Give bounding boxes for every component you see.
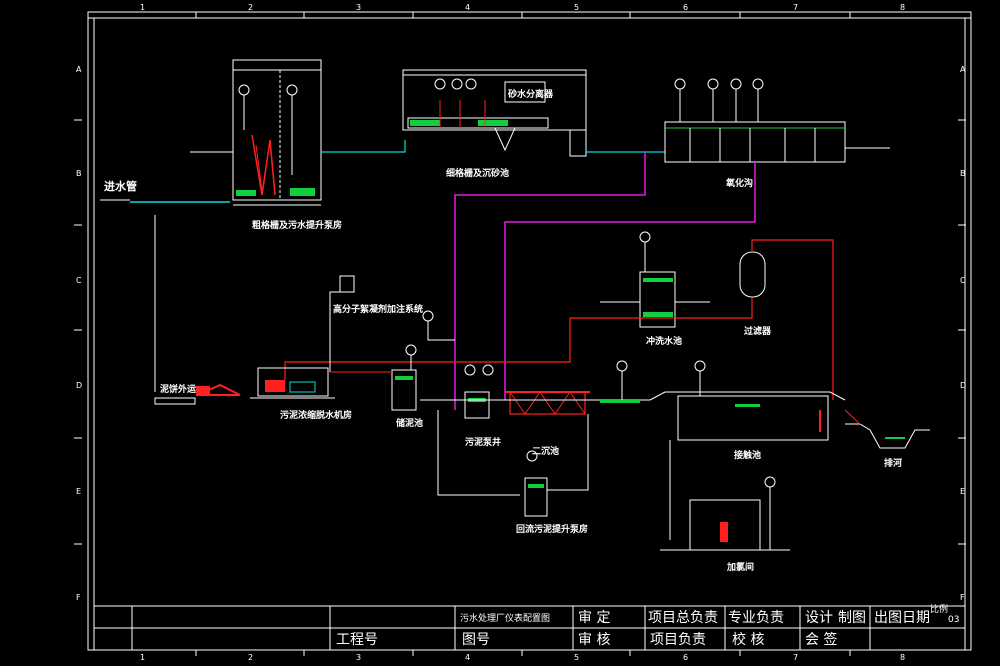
design-label: 设计: [805, 610, 833, 626]
countersign-label: 会 签: [805, 631, 837, 648]
sludge-storage-label: 储泥池: [396, 417, 423, 429]
column-ruler-top: 1 2 3 4 5 6 7 8: [88, 3, 971, 19]
fine-screen-building: 砂水分离器 细格栅及沉砂池: [402, 69, 587, 179]
review-label: 审 定: [578, 610, 610, 626]
col-2-bottom: 2: [248, 653, 253, 662]
title-block: 污水处理厂仪表配置图 工程号 图号 审 定 审 核 项目总负责 项目负责 专业负…: [93, 603, 966, 651]
coarse-screen-label: 粗格栅及污水提升泵房: [252, 219, 342, 231]
row-b-left: B: [76, 169, 82, 178]
backwash-pool-label: 冲洗水池: [646, 335, 682, 347]
row-d-left: D: [76, 381, 82, 390]
col-4-top: 4: [465, 3, 470, 12]
drawing-title: 污水处理厂仪表配置图: [460, 612, 550, 624]
polymer-dosing-system: 高分子絮凝剂加注系统: [329, 275, 455, 372]
contact-tank: 接触池: [649, 360, 846, 461]
col-3-bottom: 3: [356, 653, 361, 662]
backwash-pool: 冲洗水池: [600, 231, 710, 347]
col-7-bottom: 7: [793, 653, 798, 662]
audit-label: 审 核: [578, 632, 610, 648]
col-8-bottom: 8: [900, 653, 905, 662]
check-label: 校 核: [732, 631, 764, 648]
row-e-left: E: [76, 487, 81, 496]
col-2-top: 2: [248, 3, 253, 12]
filter-unit: 过滤器: [284, 239, 834, 400]
oxidation-ditch: 氧化沟: [664, 78, 890, 189]
row-d-right: D: [960, 381, 966, 390]
pipe-coarse-to-fine: [321, 140, 406, 153]
fine-screen-label: 细格栅及沉砂池: [446, 167, 509, 179]
sludge-cake-label: 泥饼外运: [160, 383, 197, 395]
row-e-right: E: [960, 487, 965, 496]
inlet-pipe: 进水管: [100, 179, 230, 203]
project-no-label: 工程号: [336, 632, 378, 648]
inlet-pipe-label: 进水管: [104, 179, 137, 193]
col-6-top: 6: [683, 3, 688, 12]
row-b-right: B: [960, 169, 966, 178]
col-8-top: 8: [900, 3, 905, 12]
chief-label: 项目总负责: [648, 610, 718, 626]
secondary-clarifier: 二沉池: [420, 360, 650, 457]
col-5-bottom: 5: [574, 653, 579, 662]
return-sludge-pump-label: 回流污泥提升泵房: [516, 523, 588, 535]
oxidation-ditch-label: 氧化沟: [725, 177, 753, 189]
inner-frame: [93, 17, 966, 607]
row-c-left: C: [76, 276, 82, 285]
specialty-label: 专业负责: [728, 610, 784, 626]
air-line-2: [504, 162, 756, 400]
row-c-right: C: [960, 276, 966, 285]
col-4-bottom: 4: [465, 653, 470, 662]
col-7-top: 7: [793, 3, 798, 12]
row-ruler: A B C D E F A B C D E F: [74, 65, 966, 602]
grit-separator-label: 砂水分离器: [508, 88, 554, 100]
secondary-clarifier-label: 二沉池: [532, 445, 559, 457]
col-1-bottom: 1: [140, 653, 145, 662]
col-3-top: 3: [356, 3, 361, 12]
sludge-dewatering-building: 泥饼外运 污泥浓缩脱水机房: [154, 367, 352, 421]
filter-label: 过滤器: [744, 325, 772, 337]
sheet-no: 03: [948, 615, 959, 625]
col-1-top: 1: [140, 3, 145, 12]
air-line-1: [454, 152, 646, 410]
polymer-dosing-label: 高分子絮凝剂加注系统: [333, 303, 423, 315]
drawing-no-label: 图号: [462, 632, 490, 648]
row-a-right: A: [960, 65, 966, 74]
contact-tank-label: 接触池: [734, 449, 761, 461]
col-6-bottom: 6: [683, 653, 688, 662]
sludge-storage-tank: 储泥池: [330, 344, 423, 429]
sludge-dewatering-label: 污泥浓缩脱水机房: [280, 409, 352, 421]
manager-label: 项目负责: [650, 632, 706, 648]
sludge-pump-well: 污泥泵井: [437, 364, 520, 496]
chlorination-label: 加氯间: [726, 561, 754, 573]
row-a-left: A: [76, 65, 82, 74]
drafter-label: 制图: [838, 610, 866, 626]
col-5-top: 5: [574, 3, 579, 12]
return-sludge-pump-house: 回流污泥提升泵房: [516, 414, 589, 535]
row-f-left: F: [76, 593, 81, 602]
river-outlet: 排河: [844, 409, 930, 469]
chlorination-house: 加氯间: [660, 440, 790, 573]
sludge-well-label: 污泥泵井: [465, 436, 501, 448]
river-label: 排河: [884, 457, 902, 469]
column-ruler-bottom: 1 2 3 4 5 6 7 8: [140, 650, 905, 662]
outer-frame: [87, 11, 972, 651]
scale-note: 比例: [930, 603, 948, 615]
coarse-screen-building: 粗格栅及污水提升泵房: [232, 59, 342, 231]
issue-date-label: 出图日期: [874, 610, 930, 626]
row-f-right: F: [960, 593, 965, 602]
